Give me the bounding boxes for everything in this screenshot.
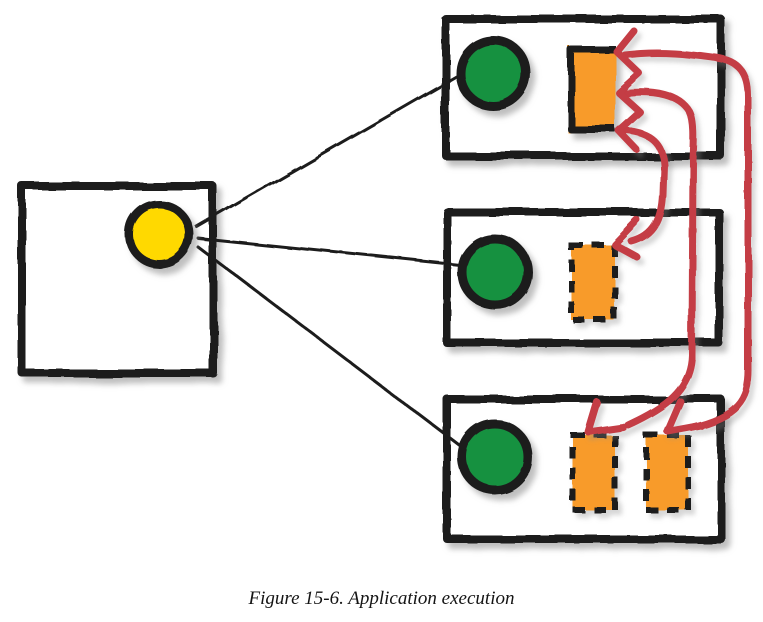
red-arrowhead-middle [611, 217, 642, 261]
red-arrowhead-bottom-left [584, 398, 627, 436]
red-arrow-shaft-to-bottom-right [621, 49, 752, 431]
top-box-green-circle [455, 35, 531, 111]
bottom-box-dashed-orange-rect-left [570, 432, 618, 513]
yellow-circle [125, 200, 193, 268]
figure-caption: Figure 15-6. Application execution [248, 588, 515, 609]
solid-orange-rect-fill [568, 46, 616, 133]
line-to-middle-box [196, 236, 462, 267]
red-arrows [584, 27, 752, 436]
connector-lines [195, 73, 465, 450]
middle-box-green-circle [457, 234, 533, 310]
middle-box-dashed-orange-rect [568, 242, 617, 323]
red-arrow-shaft-to-bottom-left [621, 88, 698, 429]
line-to-top-box [195, 73, 461, 229]
bottom-box-dashed-orange-rect-right [643, 432, 691, 513]
red-arrow-shaft-to-middle [623, 127, 668, 246]
bottom-box-green-circle [457, 419, 533, 495]
solid-orange-rect-border [567, 46, 616, 133]
line-to-bottom-box [195, 244, 465, 450]
red-arrowhead-bottom-right [663, 397, 704, 435]
red-arrowheads-at-solid-rect [613, 27, 644, 154]
solid-orange-rect [567, 46, 616, 133]
